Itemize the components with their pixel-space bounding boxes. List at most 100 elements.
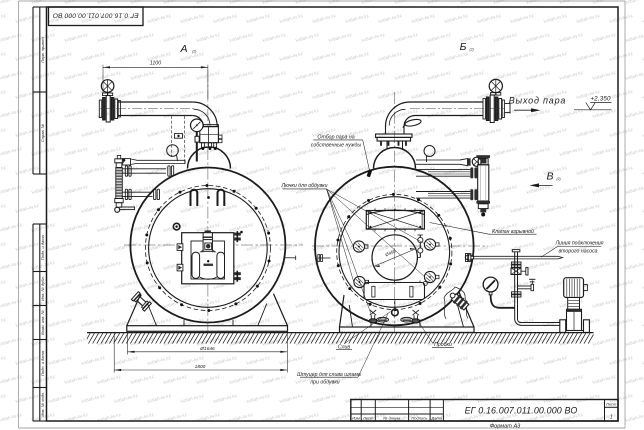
svg-text:kotlah-kv.kz: kotlah-kv.kz <box>0 355 7 366</box>
svg-text:kotlah-kv.kz: kotlah-kv.kz <box>642 355 644 366</box>
svg-text:kotlah-kv.kz: kotlah-kv.kz <box>609 89 634 100</box>
svg-text:kotlah-kv.kz: kotlah-kv.kz <box>213 89 238 100</box>
svg-text:kotlah-kv.kz: kotlah-kv.kz <box>180 355 205 366</box>
svg-text:kotlah-kv.kz: kotlah-kv.kz <box>147 127 172 138</box>
svg-text:kotlah-kv.kz: kotlah-kv.kz <box>15 393 40 404</box>
svg-text:kotlah-kv.kz: kotlah-kv.kz <box>559 108 584 119</box>
svg-text:kotlah-kv.kz: kotlah-kv.kz <box>279 89 304 100</box>
svg-text:kotlah-kv.kz: kotlah-kv.kz <box>0 241 7 252</box>
svg-text:kotlah-kv.kz: kotlah-kv.kz <box>31 222 56 233</box>
svg-text:kotlah-kv.kz: kotlah-kv.kz <box>163 412 188 423</box>
svg-text:kotlah-kv.kz: kotlah-kv.kz <box>576 89 601 100</box>
svg-text:kotlah-kv.kz: kotlah-kv.kz <box>642 203 644 214</box>
svg-text:kotlah-kv.kz: kotlah-kv.kz <box>609 241 634 252</box>
svg-text:kotlah-kv.kz: kotlah-kv.kz <box>328 108 353 119</box>
svg-text:kotlah-kv.kz: kotlah-kv.kz <box>477 51 502 62</box>
svg-text:kotlah-kv.kz: kotlah-kv.kz <box>97 70 122 81</box>
svg-text:kotlah-kv.kz: kotlah-kv.kz <box>180 51 205 62</box>
svg-text:kotlah-kv.kz: kotlah-kv.kz <box>493 32 518 43</box>
svg-text:(2): (2) <box>192 50 196 54</box>
svg-text:kotlah-kv.kz: kotlah-kv.kz <box>444 203 469 214</box>
svg-text:kotlah-kv.kz: kotlah-kv.kz <box>114 165 139 176</box>
svg-text:kotlah-kv.kz: kotlah-kv.kz <box>114 203 139 214</box>
svg-text:kotlah-kv.kz: kotlah-kv.kz <box>81 13 106 24</box>
svg-text:kotlah-kv.kz: kotlah-kv.kz <box>378 393 403 404</box>
svg-text:kotlah-kv.kz: kotlah-kv.kz <box>295 222 320 233</box>
svg-text:kotlah-kv.kz: kotlah-kv.kz <box>147 51 172 62</box>
svg-text:kotlah-kv.kz: kotlah-kv.kz <box>394 184 419 195</box>
svg-text:kotlah-kv.kz: kotlah-kv.kz <box>163 336 188 347</box>
svg-text:kotlah-kv.kz: kotlah-kv.kz <box>130 222 155 233</box>
svg-text:kotlah-kv.kz: kotlah-kv.kz <box>180 127 205 138</box>
svg-text:kotlah-kv.kz: kotlah-kv.kz <box>477 165 502 176</box>
svg-text:kotlah-kv.kz: kotlah-kv.kz <box>411 165 436 176</box>
svg-text:kotlah-kv.kz: kotlah-kv.kz <box>0 184 23 195</box>
svg-text:Штуцер для слива шлама: Штуцер для слива шлама <box>297 372 361 378</box>
svg-text:kotlah-kv.kz: kotlah-kv.kz <box>427 222 452 233</box>
svg-text:kotlah-kv.kz: kotlah-kv.kz <box>48 279 73 290</box>
svg-text:kotlah-kv.kz: kotlah-kv.kz <box>345 165 370 176</box>
svg-text:kotlah-kv.kz: kotlah-kv.kz <box>64 336 89 347</box>
svg-text:kotlah-kv.kz: kotlah-kv.kz <box>592 184 617 195</box>
svg-text:kotlah-kv.kz: kotlah-kv.kz <box>279 241 304 252</box>
svg-text:kotlah-kv.kz: kotlah-kv.kz <box>81 317 106 328</box>
svg-text:kotlah-kv.kz: kotlah-kv.kz <box>15 89 40 100</box>
svg-text:kotlah-kv.kz: kotlah-kv.kz <box>427 108 452 119</box>
svg-text:kotlah-kv.kz: kotlah-kv.kz <box>229 298 254 309</box>
svg-text:kotlah-kv.kz: kotlah-kv.kz <box>510 89 535 100</box>
svg-text:kotlah-kv.kz: kotlah-kv.kz <box>295 108 320 119</box>
svg-text:kotlah-kv.kz: kotlah-kv.kz <box>444 355 469 366</box>
svg-text:kotlah-kv.kz: kotlah-kv.kz <box>576 13 601 24</box>
svg-text:kotlah-kv.kz: kotlah-kv.kz <box>625 108 644 119</box>
svg-text:при обдувки: при обдувки <box>310 379 339 385</box>
svg-text:kotlah-kv.kz: kotlah-kv.kz <box>295 32 320 43</box>
svg-text:kotlah-kv.kz: kotlah-kv.kz <box>625 146 644 157</box>
svg-text:kotlah-kv.kz: kotlah-kv.kz <box>460 412 485 423</box>
svg-text:kotlah-kv.kz: kotlah-kv.kz <box>576 127 601 138</box>
svg-text:kotlah-kv.kz: kotlah-kv.kz <box>592 298 617 309</box>
svg-text:kotlah-kv.kz: kotlah-kv.kz <box>444 279 469 290</box>
svg-text:kotlah-kv.kz: kotlah-kv.kz <box>444 241 469 252</box>
svg-text:kotlah-kv.kz: kotlah-kv.kz <box>0 13 7 24</box>
svg-text:kotlah-kv.kz: kotlah-kv.kz <box>477 89 502 100</box>
svg-text:kotlah-kv.kz: kotlah-kv.kz <box>510 203 535 214</box>
svg-text:kotlah-kv.kz: kotlah-kv.kz <box>295 298 320 309</box>
svg-text:kotlah-kv.kz: kotlah-kv.kz <box>97 32 122 43</box>
svg-text:kotlah-kv.kz: kotlah-kv.kz <box>625 298 644 309</box>
svg-text:kotlah-kv.kz: kotlah-kv.kz <box>493 184 518 195</box>
svg-text:kotlah-kv.kz: kotlah-kv.kz <box>609 393 634 404</box>
svg-text:kotlah-kv.kz: kotlah-kv.kz <box>0 279 7 290</box>
svg-text:kotlah-kv.kz: kotlah-kv.kz <box>394 108 419 119</box>
svg-text:kotlah-kv.kz: kotlah-kv.kz <box>213 51 238 62</box>
svg-text:kotlah-kv.kz: kotlah-kv.kz <box>345 355 370 366</box>
svg-text:kotlah-kv.kz: kotlah-kv.kz <box>147 317 172 328</box>
svg-text:kotlah-kv.kz: kotlah-kv.kz <box>130 70 155 81</box>
svg-text:kotlah-kv.kz: kotlah-kv.kz <box>97 146 122 157</box>
svg-text:kotlah-kv.kz: kotlah-kv.kz <box>114 241 139 252</box>
svg-text:kotlah-kv.kz: kotlah-kv.kz <box>576 393 601 404</box>
svg-text:kotlah-kv.kz: kotlah-kv.kz <box>625 374 644 385</box>
svg-text:kotlah-kv.kz: kotlah-kv.kz <box>196 146 221 157</box>
svg-text:kotlah-kv.kz: kotlah-kv.kz <box>543 279 568 290</box>
svg-text:kotlah-kv.kz: kotlah-kv.kz <box>229 260 254 271</box>
svg-text:Лист: Лист <box>605 402 617 407</box>
svg-text:kotlah-kv.kz: kotlah-kv.kz <box>559 184 584 195</box>
svg-text:kotlah-kv.kz: kotlah-kv.kz <box>625 70 644 81</box>
svg-text:kotlah-kv.kz: kotlah-kv.kz <box>279 355 304 366</box>
svg-text:kotlah-kv.kz: kotlah-kv.kz <box>130 412 155 423</box>
svg-text:kotlah-kv.kz: kotlah-kv.kz <box>559 260 584 271</box>
svg-text:kotlah-kv.kz: kotlah-kv.kz <box>196 374 221 385</box>
svg-text:kotlah-kv.kz: kotlah-kv.kz <box>147 241 172 252</box>
svg-text:kotlah-kv.kz: kotlah-kv.kz <box>295 184 320 195</box>
svg-text:kotlah-kv.kz: kotlah-kv.kz <box>147 13 172 24</box>
svg-text:kotlah-kv.kz: kotlah-kv.kz <box>213 203 238 214</box>
svg-text:kotlah-kv.kz: kotlah-kv.kz <box>543 89 568 100</box>
svg-text:kotlah-kv.kz: kotlah-kv.kz <box>609 203 634 214</box>
svg-text:Отбор пара на: Отбор пара на <box>317 134 354 140</box>
svg-text:kotlah-kv.kz: kotlah-kv.kz <box>0 32 23 43</box>
svg-text:kotlah-kv.kz: kotlah-kv.kz <box>0 298 23 309</box>
svg-text:kotlah-kv.kz: kotlah-kv.kz <box>510 279 535 290</box>
svg-text:kotlah-kv.kz: kotlah-kv.kz <box>559 412 584 423</box>
svg-text:kotlah-kv.kz: kotlah-kv.kz <box>510 165 535 176</box>
svg-text:kotlah-kv.kz: kotlah-kv.kz <box>411 203 436 214</box>
